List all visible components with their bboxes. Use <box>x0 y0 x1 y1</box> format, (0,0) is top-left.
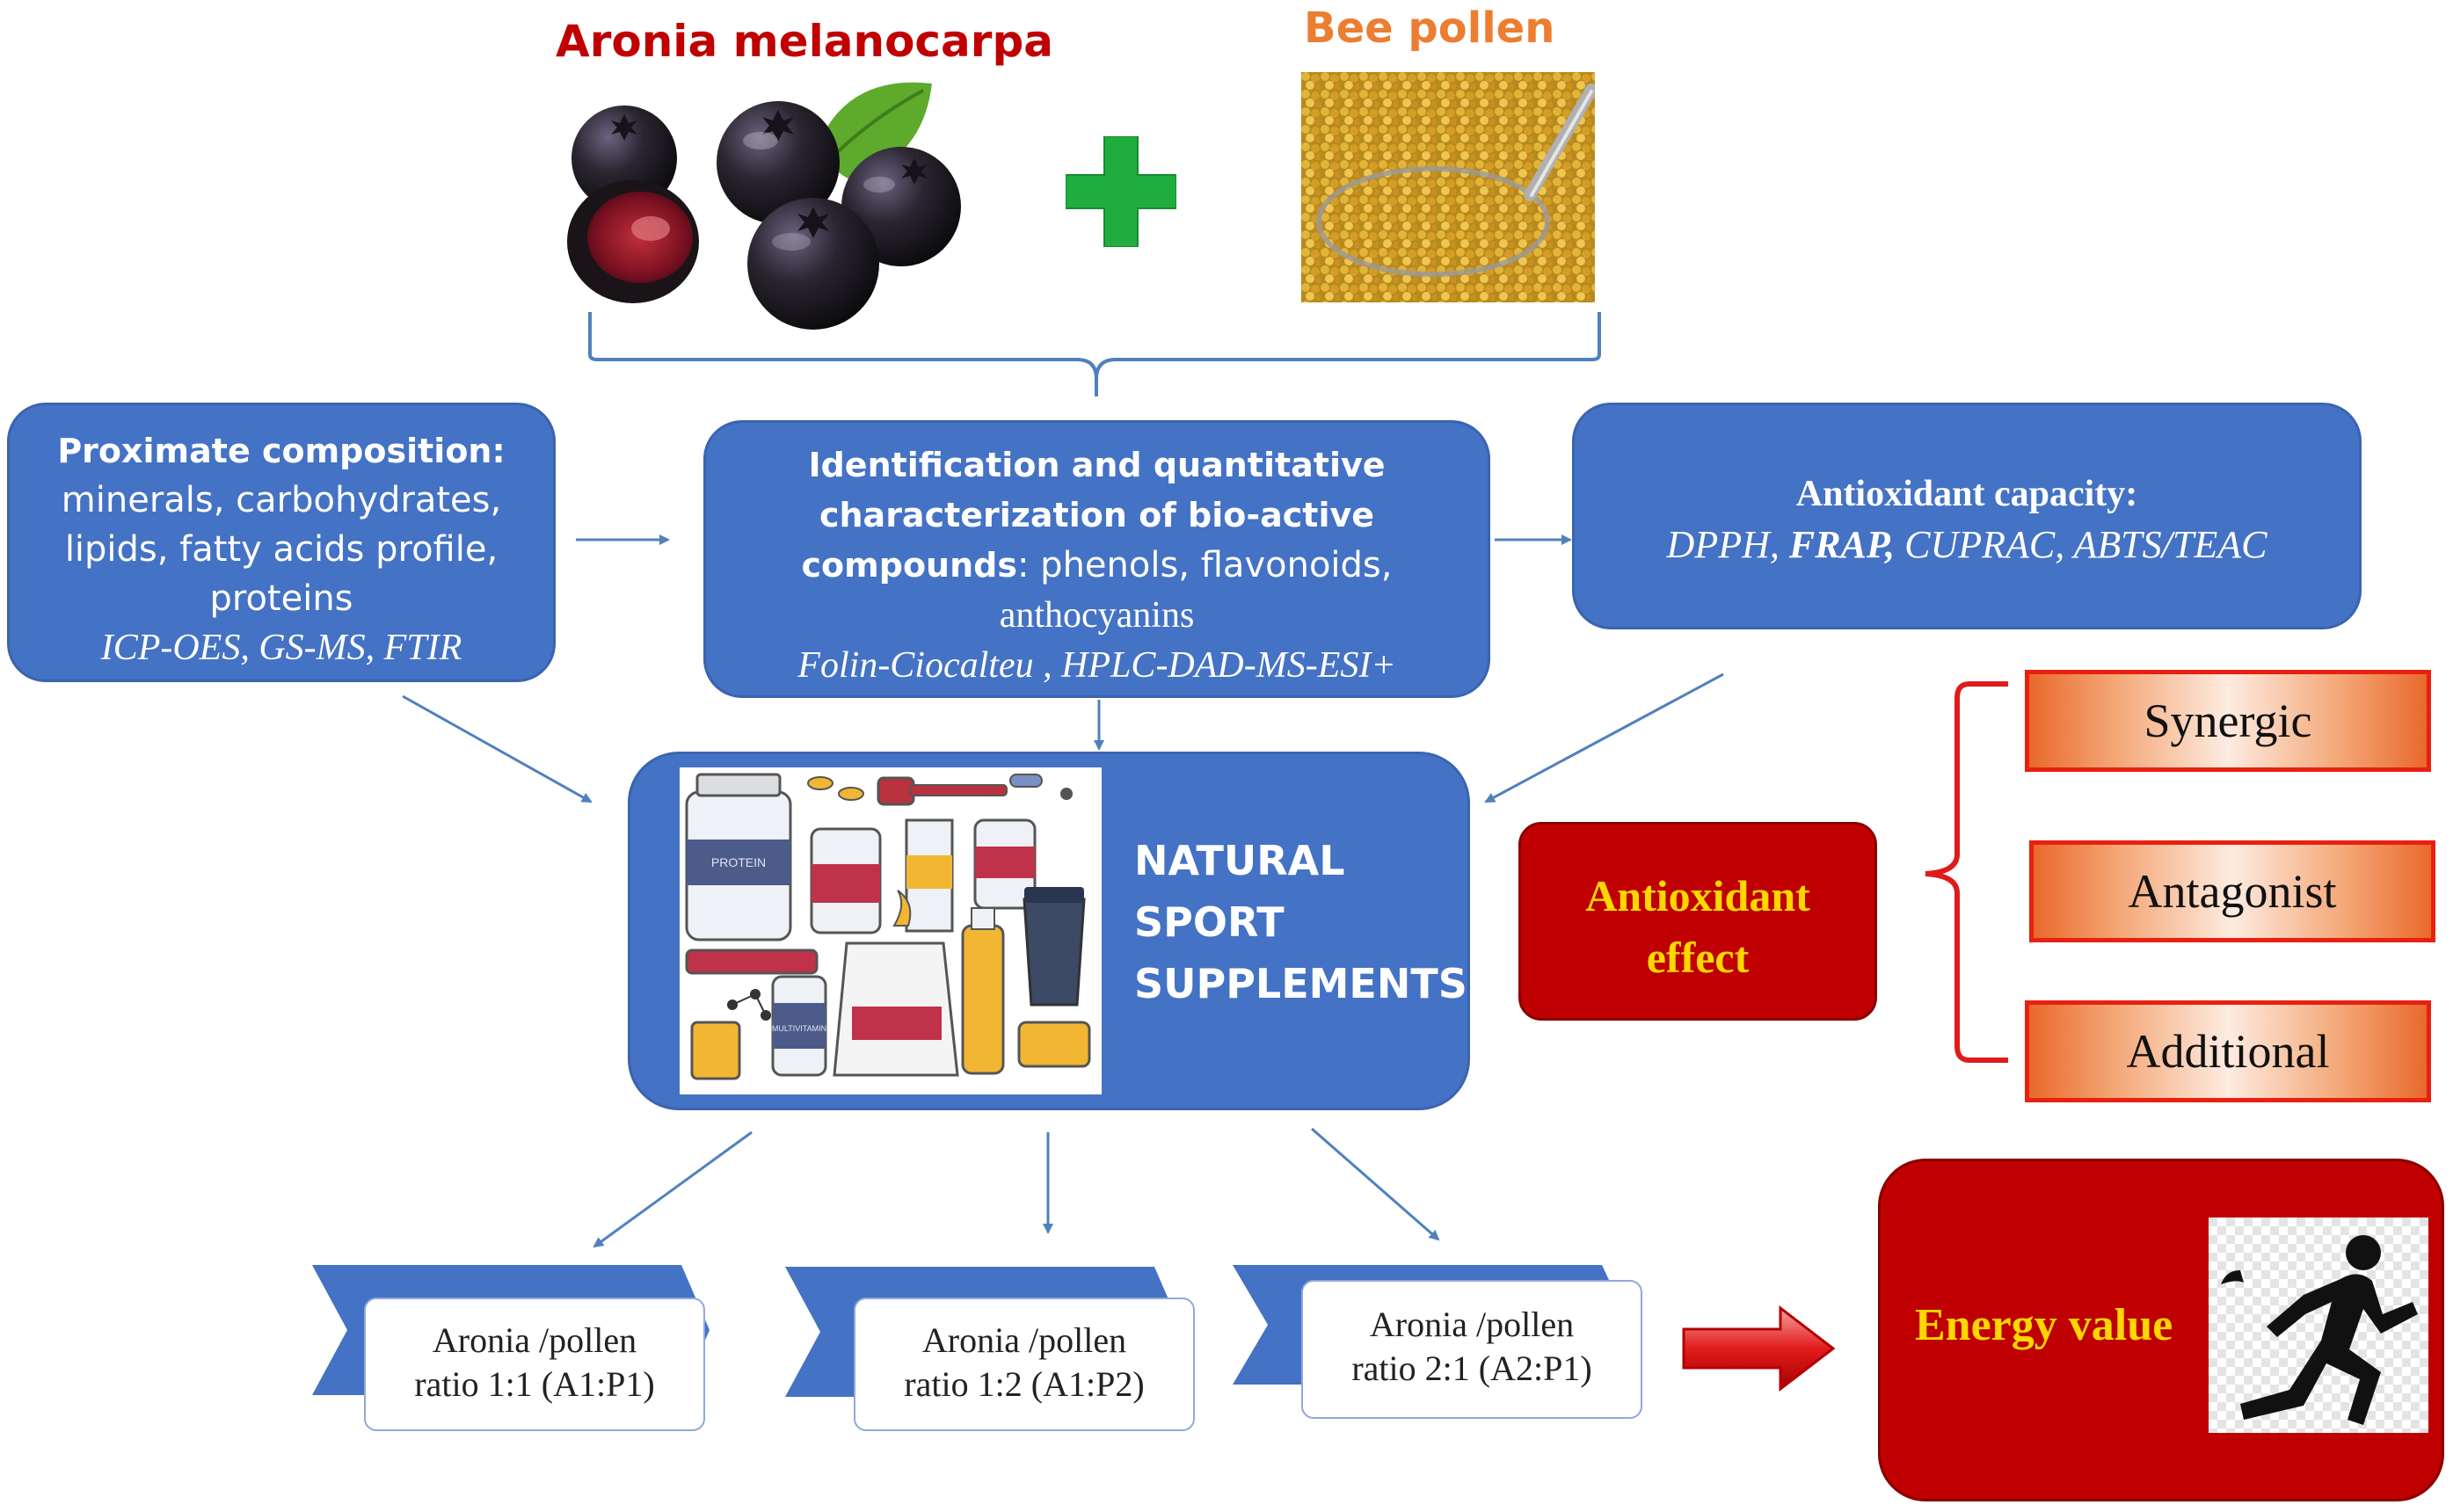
identification-line-1: Identification and quantitative <box>808 446 1386 484</box>
ratio-card-2: Aronia /pollen ratio 1:2 (A1:P2) <box>854 1298 1195 1431</box>
identification-compounds-list: : phenols, flavonoids, <box>1016 545 1393 585</box>
energy-value-label: Energy value <box>1915 1300 2173 1350</box>
supplements-image: PROTEIN MULTIVITAMIN <box>680 767 1102 1094</box>
runner-icon <box>2209 1218 2428 1433</box>
ratio-card-1: Aronia /pollen ratio 1:1 (A1:P1) <box>364 1298 705 1431</box>
proximate-line-1: minerals, carbohydrates, <box>61 480 502 520</box>
identification-line-4: anthocyanins <box>999 595 1195 636</box>
effect-type-antagonist: Antagonist <box>2029 840 2435 942</box>
identification-line-2: characterization of bio-active <box>819 496 1375 534</box>
method-cuprac: CUPRAC, <box>1904 523 2074 566</box>
identification-line-3: compounds: phenols, flavonoids, <box>706 541 1488 591</box>
effect-type-additional: Additional <box>2025 1000 2431 1102</box>
antioxidant-capacity-box: Antioxidant capacity: DPPH, FRAP, CUPRAC… <box>1572 403 2362 629</box>
ratio-1-line-2: ratio 1:1 (A1:P1) <box>414 1364 655 1404</box>
antioxidant-methods: DPPH, FRAP, CUPRAC, ABTS/TEAC <box>1575 520 2359 571</box>
bee-pollen-image <box>1301 72 1595 302</box>
supplements-line-2: SPORT <box>1134 898 1285 946</box>
ratio-card-3: Aronia /pollen ratio 2:1 (A2:P1) <box>1301 1280 1642 1419</box>
identification-methods: Folin-Ciocalteu , HPLC-DAD-MS-ESI+ <box>797 645 1396 686</box>
identification-box: Identification and quantitative characte… <box>703 420 1490 698</box>
antioxidant-effect-box: Antioxidant effect <box>1518 822 1877 1021</box>
proximate-line-3: proteins <box>209 578 353 619</box>
proximate-methods: ICP-OES, GS-MS, FTIR <box>100 628 462 668</box>
aronia-berries-image <box>567 82 961 330</box>
method-abts-teac: ABTS/TEAC <box>2073 523 2267 566</box>
ratio-1-line-1: Aronia /pollen <box>432 1320 637 1360</box>
ratio-3-line-1: Aronia /pollen <box>1369 1305 1575 1344</box>
proximate-heading: Proximate composition: <box>57 432 506 470</box>
right-arrow-icon <box>1682 1305 1836 1392</box>
bee-pollen-title: Bee pollen <box>1304 4 1555 53</box>
ratio-2-line-2: ratio 1:2 (A1:P2) <box>904 1364 1145 1404</box>
ratio-2-line-1: Aronia /pollen <box>921 1320 1127 1360</box>
aronia-title: Aronia melanocarpa <box>556 16 1053 67</box>
method-frap: FRAP, <box>1788 523 1905 566</box>
effect-brace <box>1925 681 2008 1063</box>
plus-icon <box>1066 136 1176 247</box>
supplements-line-3: SUPPLEMENTS <box>1134 960 1467 1007</box>
proximate-line-2: lipids, fatty acids profile, <box>64 529 499 570</box>
effect-type-synergic: Synergic <box>2025 670 2431 772</box>
method-dpph: DPPH, <box>1666 523 1789 566</box>
identification-compounds: compounds <box>801 546 1017 585</box>
proximate-composition-box: Proximate composition: minerals, carbohy… <box>7 403 556 682</box>
antioxidant-effect-line-2: effect <box>1646 933 1750 982</box>
multivitamin-label: MULTIVITAMIN <box>772 1024 826 1033</box>
antioxidant-effect-line-1: Antioxidant <box>1585 871 1810 920</box>
supplements-title: NATURAL SPORT SUPPLEMENTS <box>1134 830 1467 1014</box>
supplements-line-1: NATURAL <box>1134 837 1345 884</box>
antioxidant-capacity-heading: Antioxidant capacity: <box>1795 474 2138 514</box>
protein-label: PROTEIN <box>711 855 766 869</box>
top-bracket <box>588 312 1601 396</box>
ratio-3-line-2: ratio 2:1 (A2:P1) <box>1351 1348 1592 1388</box>
